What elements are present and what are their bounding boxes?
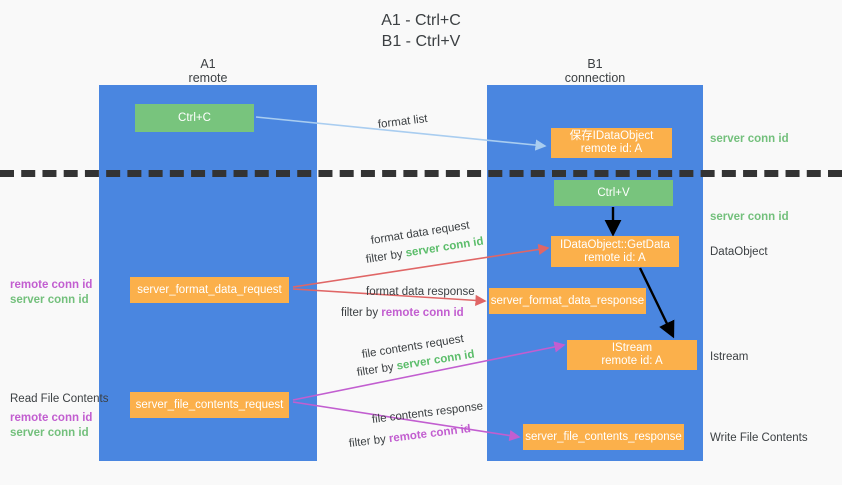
label-format-data-response: format data response (366, 286, 475, 298)
arrow-getdata-to-istream (638, 267, 675, 339)
arrow-format-list (255, 116, 547, 151)
label-server-conn-id: server conn id (10, 294, 89, 306)
label-server-conn-id-mid: server conn id (710, 211, 789, 223)
label-remote-conn-id: remote conn id (10, 412, 93, 424)
box-server-format-data-request: server_format_data_request (130, 277, 289, 303)
box-idataobject: 保存IDataObject remote id: A (551, 128, 672, 158)
box-server-format-data-response: server_format_data_response (489, 288, 646, 314)
label-conn-ids-format: remote conn id server conn id (10, 278, 92, 308)
box-ctrl-v: Ctrl+V (554, 180, 673, 206)
lane-header-a1: A1 remote (188, 57, 228, 85)
label-remote-conn-id: remote conn id (10, 279, 93, 291)
box-idataobject-getdata: IDataObject::GetData remote id: A (551, 236, 679, 267)
arrow-format-data-request (292, 243, 550, 288)
box-istream: IStream remote id: A (567, 340, 697, 370)
label-write-file-contents: Write File Contents (710, 432, 808, 444)
box-ctrl-c: Ctrl+C (135, 104, 254, 132)
filter-prefix: filter by (341, 307, 382, 319)
label-read-file-contents: Read File Contents (10, 393, 109, 405)
lane-header-b1: B1 connection (564, 57, 626, 85)
arrow-file-contents-response (292, 401, 521, 442)
label-dataobject: DataObject (710, 246, 768, 258)
label-server-conn-id: server conn id (10, 427, 89, 439)
box-server-file-contents-response: server_file_contents_response (523, 424, 684, 450)
filter-value-remote-conn-id: remote conn id (381, 307, 464, 319)
divider-dashed-line (0, 170, 842, 177)
box-server-file-contents-request: server_file_contents_request (130, 392, 289, 418)
label-istream: Istream (710, 351, 749, 363)
label-server-conn-id-top: server conn id (710, 133, 789, 145)
arrow-file-contents-request (292, 341, 566, 401)
label-format-data-response-filter: filter by remote conn id (341, 306, 464, 320)
arrow-format-data-response (292, 288, 487, 306)
page-title: A1 - Ctrl+C B1 - Ctrl+V (381, 12, 461, 50)
label-conn-ids-file: remote conn id server conn id (10, 411, 92, 441)
